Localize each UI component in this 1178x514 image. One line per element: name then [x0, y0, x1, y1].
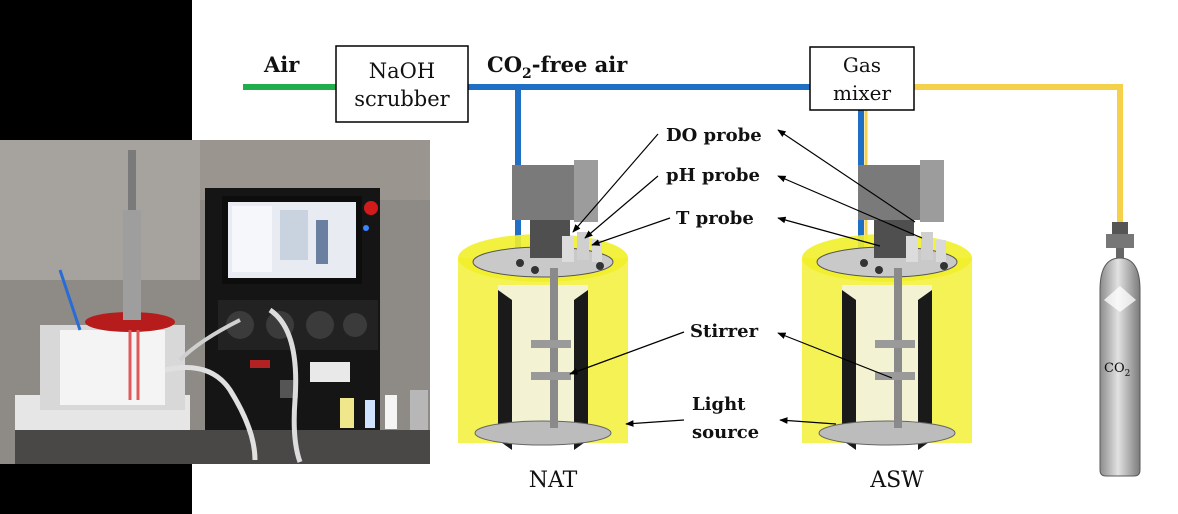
mixer-label-line2: mixer — [833, 81, 891, 105]
photo-panel — [0, 0, 430, 514]
lab-photo — [0, 140, 430, 464]
do-probe-label: DO probe — [666, 125, 762, 146]
mixer-label-line1: Gas — [843, 53, 881, 77]
callout-arrows — [569, 129, 923, 427]
t-probe-label: T probe — [676, 208, 754, 229]
gas-mixer-box: Gas mixer — [809, 46, 915, 111]
scrubber-label-line1: NaOH — [369, 59, 435, 83]
air-label: Air — [263, 52, 300, 77]
co2-cylinder: CO2 — [1099, 222, 1141, 477]
cylinder-label: CO2 — [1104, 361, 1130, 379]
ph-probe-label: pH probe — [666, 165, 760, 186]
co2-free-air-label: CO2-free air — [487, 52, 628, 82]
scrubber-label-line2: scrubber — [354, 87, 450, 111]
stirrer-label: Stirrer — [690, 321, 759, 342]
reactor-nat-label: NAT — [529, 468, 578, 493]
naoh-scrubber-box: NaOH scrubber — [335, 45, 469, 123]
light-source-label-line2: source — [692, 422, 759, 443]
reactor-nat — [458, 160, 628, 450]
reactor-asw — [802, 160, 972, 450]
light-source-label-line1: Light — [692, 394, 746, 415]
reactor-asw-label: ASW — [869, 468, 924, 493]
co2-line — [914, 84, 1123, 225]
